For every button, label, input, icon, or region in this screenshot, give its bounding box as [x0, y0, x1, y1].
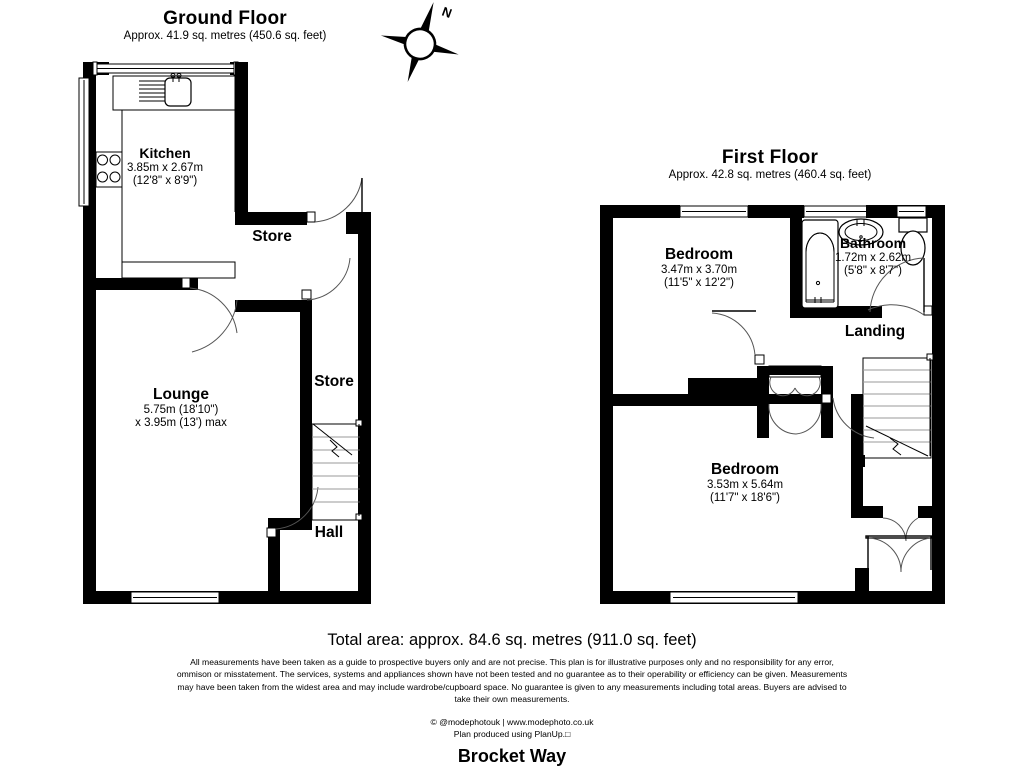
property-address: Brocket Way	[457, 746, 567, 766]
room-name: Bedroom	[664, 246, 734, 263]
room-dimension-metric: 1.72m x 2.62m	[834, 251, 912, 264]
room-name: Bedroom	[710, 461, 780, 478]
room-label-bedroom-1: Bedroom 3.47m x 3.70m (11'5" x 12'2")	[634, 246, 764, 290]
room-name: Hall	[314, 524, 344, 541]
room-label-hall: Hall	[290, 524, 368, 542]
disclaimer-text: All measurements have been taken as a gu…	[176, 657, 848, 705]
ground-floor-subtitle: Approx. 41.9 sq. metres (450.6 sq. feet)	[123, 30, 327, 42]
room-dimension-metric: 3.53m x 5.64m	[706, 478, 784, 491]
room-dimension-imperial: (11'7" x 18'6")	[710, 491, 780, 504]
room-dimension-metric: 3.47m x 3.70m	[660, 263, 738, 276]
first-floor-subtitle: Approx. 42.8 sq. metres (460.4 sq. feet)	[668, 169, 872, 181]
room-name: Kitchen	[139, 145, 191, 161]
total-area-text: Total area: approx. 84.6 sq. metres (911…	[327, 631, 697, 649]
room-dimension-imperial: (12'8" x 8'9")	[132, 175, 198, 188]
room-label-bedroom-2: Bedroom 3.53m x 5.64m (11'7" x 18'6")	[680, 461, 810, 505]
room-label-store-upper: Store	[222, 228, 322, 246]
credit-line-1: © @modephotouk | www.modephoto.co.uk	[430, 717, 594, 727]
room-label-landing: Landing	[820, 323, 930, 341]
room-name: Lounge	[153, 386, 209, 403]
compass-north-label: N	[440, 4, 454, 21]
ground-floor-title: Ground Floor	[163, 8, 287, 29]
room-label-kitchen: Kitchen 3.85m x 2.67m (12'8" x 8'9")	[100, 145, 230, 188]
room-label-lounge: Lounge 5.75m (18'10") x 3.95m (13') max	[108, 386, 254, 430]
room-label-bathroom: Bathroom 1.72m x 2.62m (5'8" x 8'7")	[818, 235, 928, 278]
room-name: Store	[252, 228, 292, 245]
room-dimension-imperial: x 3.95m (13') max	[135, 416, 227, 429]
room-dimension-imperial: (5'8" x 8'7")	[844, 265, 902, 278]
room-name: Bathroom	[839, 235, 907, 251]
first-floor-title: First Floor	[721, 147, 819, 168]
room-dimension-metric: 5.75m (18'10")	[143, 403, 219, 416]
room-dimension-metric: 3.85m x 2.67m	[126, 161, 204, 174]
compass-rose: N	[380, 2, 459, 83]
room-label-store-lower: Store	[288, 373, 380, 391]
room-name: Store	[314, 373, 354, 390]
credit-line-2: Plan produced using PlanUp.□	[453, 729, 571, 739]
room-name: Landing	[844, 323, 906, 340]
room-dimension-imperial: (11'5" x 12'2")	[664, 276, 734, 289]
